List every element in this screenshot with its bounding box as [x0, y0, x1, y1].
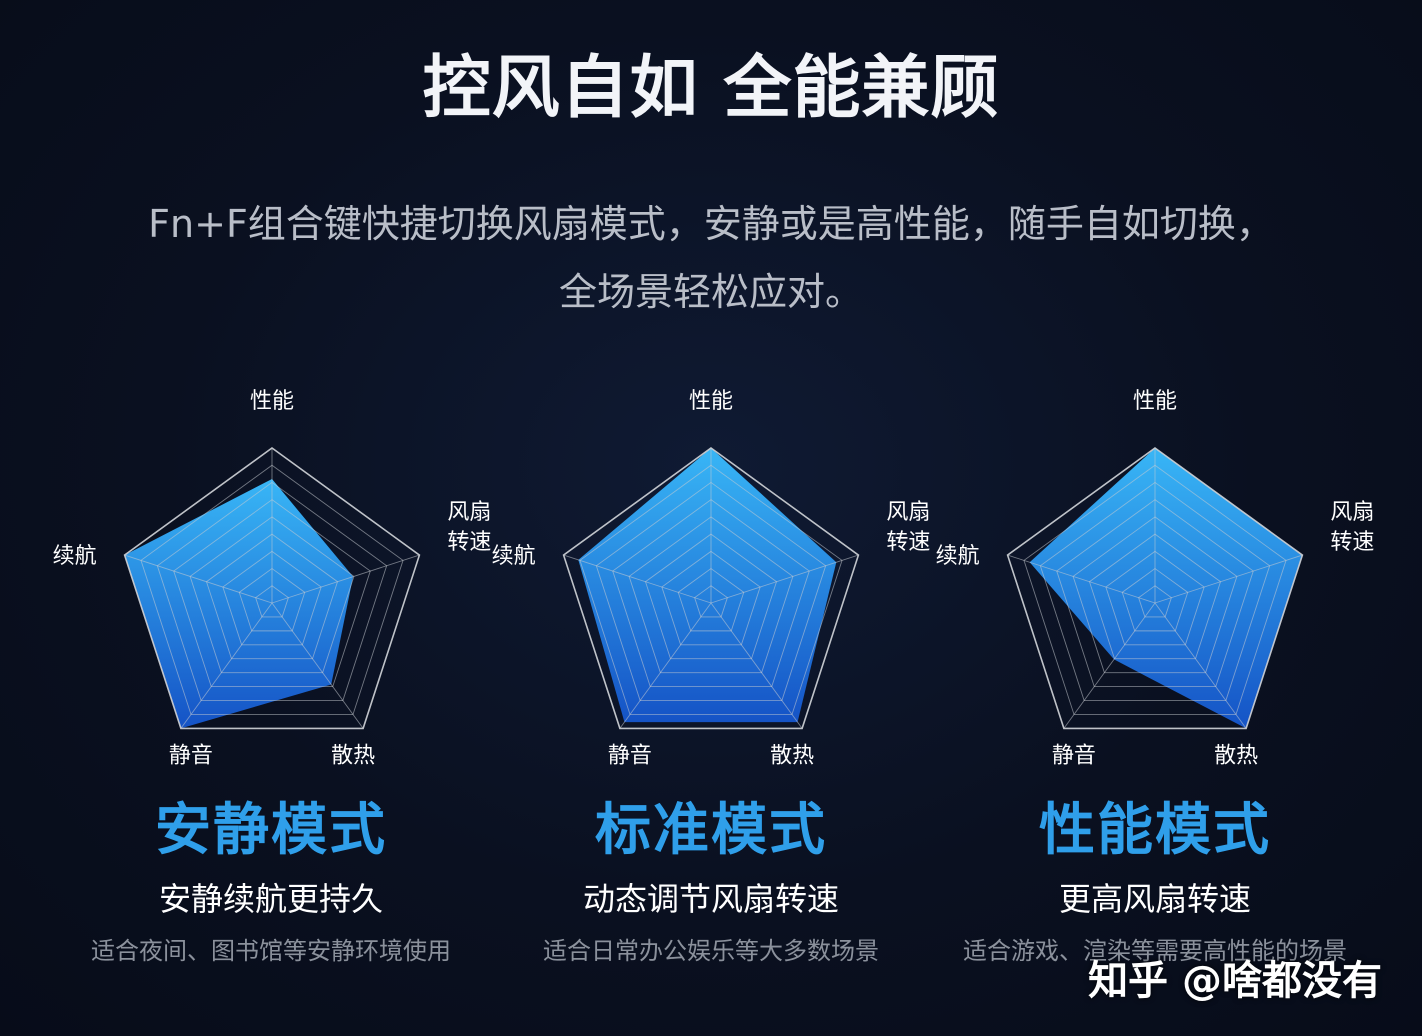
radar-grid-ring: [579, 464, 843, 715]
radar-grid-ring: [1039, 481, 1271, 701]
radar-spoke: [1154, 554, 1303, 604]
subtitle-line-2: 全场景轻松应对。: [558, 270, 863, 314]
radar-axis-label-line: 转速: [886, 530, 930, 555]
radar-axis-label-line: 转速: [1330, 530, 1374, 555]
radar-axis-label: 散热: [1214, 743, 1258, 768]
radar-grid-ring: [123, 447, 421, 730]
radar-axis-label: 续航: [936, 544, 980, 569]
radar-spoke: [710, 554, 859, 604]
radar-grid-ring: [1138, 585, 1172, 618]
radar-spoke: [124, 554, 273, 604]
radar-grid-ring: [628, 516, 794, 674]
mode-usage: 适合日常办公娱乐等大多数场景: [543, 937, 879, 965]
radar-axis-label: 风扇转速: [1330, 500, 1374, 555]
mode-tagline: 动态调节风扇转速: [582, 880, 839, 918]
radar-grid-ring: [222, 550, 322, 646]
subtitle-line-1: Fn+F组合键快捷切换风扇模式，安静或是高性能，随手自如切换，: [148, 202, 1274, 246]
mode-performance: 性能模式 更高风扇转速 适合游戏、渲染等需要高性能的场景: [918, 795, 1392, 969]
radar-axis-label-line: 续航: [53, 544, 97, 569]
radar-axis-label-line: 静音: [608, 743, 652, 768]
radar-series-area: [578, 448, 837, 723]
radar-axis-label-line: 性能: [250, 389, 294, 414]
mode-tagline: 更高风扇转速: [1058, 880, 1251, 918]
radar-spoke: [563, 554, 712, 604]
radar-axis-label-line: 性能: [1133, 389, 1177, 414]
radar-spoke: [271, 602, 364, 729]
radar-grid-ring: [205, 533, 339, 660]
radar-axis-label: 散热: [331, 743, 375, 768]
radar-axis-label: 续航: [492, 544, 536, 569]
radar-grid-ring: [156, 481, 388, 701]
radar-grid-ring: [1105, 550, 1205, 646]
radar-spoke: [619, 602, 712, 729]
radar-axis-label: 风扇转速: [447, 500, 491, 555]
radar-axis-label-line: 静音: [169, 743, 213, 768]
watermark: 知乎 @啥都没有: [1088, 958, 1382, 1004]
radar-axis-label: 性能: [689, 389, 733, 414]
radar-axis-label: 静音: [1052, 743, 1096, 768]
radar-grid-ring: [677, 567, 745, 632]
radar-grid-ring: [1023, 464, 1287, 715]
radar-axis-label: 性能: [1133, 389, 1177, 414]
radar-axis-label-line: 续航: [936, 544, 980, 569]
radar-axis-label-line: 风扇: [886, 500, 930, 525]
radar-series-area: [124, 479, 354, 729]
radar-spoke: [271, 554, 420, 604]
radar-grid-ring: [1072, 516, 1238, 674]
radar-spoke: [1154, 602, 1247, 729]
radar-axis-label-line: 风扇: [447, 500, 491, 525]
radar-axis-label-line: 散热: [770, 743, 814, 768]
radar-axis-label: 性能: [250, 389, 294, 414]
radar-series-area: [1029, 448, 1303, 729]
radar-axis-label-line: 静音: [1052, 743, 1096, 768]
radar-axis-label-line: 转速: [447, 530, 491, 555]
mode-standard: 标准模式 动态调节风扇转速 适合日常办公娱乐等大多数场景: [474, 795, 948, 969]
mode-name: 性能模式: [1039, 798, 1271, 863]
radar-grid-ring: [562, 447, 860, 730]
radar-grid-ring: [595, 481, 827, 701]
radar-grid-ring: [612, 499, 810, 688]
radar-axis-label: 续航: [53, 544, 97, 569]
radar-grid-ring: [173, 499, 371, 688]
radar-grid-ring: [255, 585, 289, 618]
radar-axis-label-line: 风扇: [1330, 500, 1374, 525]
radar-axis-label: 静音: [169, 743, 213, 768]
radar-grid-ring: [1088, 533, 1222, 660]
radar-grid-ring: [140, 464, 404, 715]
mode-name: 安静模式: [155, 798, 387, 863]
radar-grid-ring: [1121, 567, 1189, 632]
radar-grid-ring: [189, 516, 355, 674]
mode-usage: 适合夜间、图书馆等安静环境使用: [91, 937, 451, 965]
mode-usage: 适合游戏、渲染等需要高性能的场景: [963, 937, 1347, 965]
mode-name: 标准模式: [595, 798, 827, 863]
radar-grid-ring: [1006, 447, 1304, 730]
page-subtitle: Fn+F组合键快捷切换风扇模式，安静或是高性能，随手自如切换， 全场景轻松应对。: [60, 190, 1362, 326]
mode-tagline: 安静续航更持久: [158, 880, 383, 918]
radar-spoke: [1007, 554, 1156, 604]
radar-axis-label-line: 散热: [331, 743, 375, 768]
radar-axis-label-line: 续航: [492, 544, 536, 569]
page-title: 控风自如 全能兼顾: [422, 49, 1000, 128]
radar-axis-label: 散热: [770, 743, 814, 768]
radar-grid-ring: [694, 585, 728, 618]
radar-axis-label: 静音: [608, 743, 652, 768]
radar-grid-ring: [661, 550, 761, 646]
radar-axis-label: 风扇转速: [886, 500, 930, 555]
radar-spoke: [710, 602, 803, 729]
radar-grid-ring: [238, 567, 306, 632]
radar-spoke: [1063, 602, 1156, 729]
mode-quiet: 安静模式 安静续航更持久 适合夜间、图书馆等安静环境使用: [34, 795, 508, 969]
radar-grid-ring: [644, 533, 778, 660]
radar-grid-ring: [1056, 499, 1254, 688]
radar-spoke: [180, 602, 273, 729]
radar-axis-label-line: 散热: [1214, 743, 1258, 768]
radar-axis-label-line: 性能: [689, 389, 733, 414]
